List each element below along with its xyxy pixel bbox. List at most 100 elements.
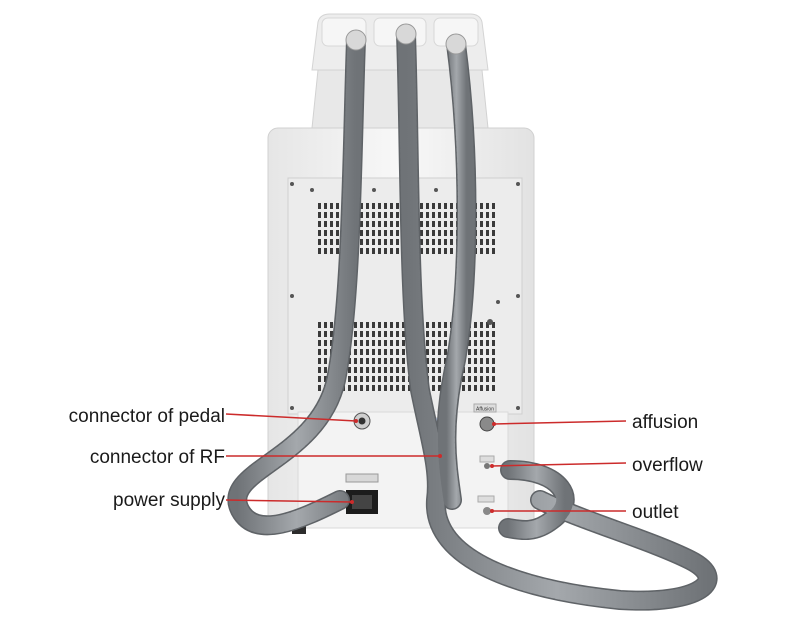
- vent-slot: [486, 322, 489, 328]
- vent-slot: [324, 358, 327, 364]
- vent-slot: [372, 322, 375, 328]
- leader-line: [225, 499, 353, 503]
- vent-slot: [318, 358, 321, 364]
- vent-slot: [366, 358, 369, 364]
- vent-slot: [372, 376, 375, 382]
- vent-slot: [360, 230, 363, 236]
- vent-slot: [336, 239, 339, 245]
- vent-slot: [462, 376, 465, 382]
- vent-slot: [360, 349, 363, 355]
- vent-slot: [324, 349, 327, 355]
- vent-slot: [480, 385, 483, 391]
- vent-slot: [390, 203, 393, 209]
- vent-slot: [330, 221, 333, 227]
- vent-slot: [486, 331, 489, 337]
- vent-slot: [432, 376, 435, 382]
- vent-slot: [354, 358, 357, 364]
- vent-slot: [390, 331, 393, 337]
- vent-slot: [318, 340, 321, 346]
- vent-slot: [486, 349, 489, 355]
- vent-slot: [354, 331, 357, 337]
- vent-slot: [432, 248, 435, 254]
- vent-slot: [318, 349, 321, 355]
- vent-slot: [486, 221, 489, 227]
- vent-slot: [450, 212, 453, 218]
- vent-slot: [372, 203, 375, 209]
- vent-slot: [432, 331, 435, 337]
- vent-slot: [324, 248, 327, 254]
- vent-slot: [486, 358, 489, 364]
- vent-slot: [390, 340, 393, 346]
- vent-slot: [324, 230, 327, 236]
- vent-slot: [372, 212, 375, 218]
- vent-slot: [474, 367, 477, 373]
- vent-slot: [324, 322, 327, 328]
- vent-slot: [402, 367, 405, 373]
- vent-slot: [390, 367, 393, 373]
- vent-slot: [420, 248, 423, 254]
- vent-slot: [480, 349, 483, 355]
- vent-slot: [324, 212, 327, 218]
- vent-slot: [390, 322, 393, 328]
- vent-slot: [438, 239, 441, 245]
- vent-slot: [444, 230, 447, 236]
- vent-slot: [444, 212, 447, 218]
- vent-slot: [324, 239, 327, 245]
- vent-slot: [372, 248, 375, 254]
- vent-slot: [444, 358, 447, 364]
- vent-slot: [402, 376, 405, 382]
- vent-slot: [468, 376, 471, 382]
- vent-slot: [372, 349, 375, 355]
- vent-slot: [354, 376, 357, 382]
- vent-slot: [420, 239, 423, 245]
- vent-slot: [444, 349, 447, 355]
- vent-slot: [396, 230, 399, 236]
- vent-slot: [468, 340, 471, 346]
- vent-slot: [390, 349, 393, 355]
- vent-slot: [492, 331, 495, 337]
- label-affusion: affusion: [632, 412, 699, 433]
- vent-slot: [330, 248, 333, 254]
- vent-slot: [396, 385, 399, 391]
- vent-slot: [390, 248, 393, 254]
- vent-slot: [492, 203, 495, 209]
- vent-slot: [432, 349, 435, 355]
- vent-slot: [384, 340, 387, 346]
- pedal-connector: [353, 412, 371, 430]
- vent-slot: [378, 367, 381, 373]
- vent-slot: [366, 230, 369, 236]
- vent-slot: [396, 322, 399, 328]
- vent-slot: [378, 212, 381, 218]
- vent-slot: [390, 385, 393, 391]
- vent-slot: [366, 349, 369, 355]
- leader-dot: [438, 454, 442, 458]
- vent-slot: [366, 340, 369, 346]
- vent-slot: [474, 322, 477, 328]
- vent-slot: [408, 385, 411, 391]
- label-outlet: outlet: [632, 502, 679, 523]
- vent-slot: [438, 248, 441, 254]
- vent-slot: [420, 221, 423, 227]
- vent-slot: [324, 331, 327, 337]
- vent-slot: [354, 340, 357, 346]
- vent-slot: [324, 221, 327, 227]
- vent-slot: [384, 331, 387, 337]
- vent-slot: [360, 212, 363, 218]
- vent-slot: [330, 340, 333, 346]
- vent-slot: [450, 248, 453, 254]
- vent-slot: [492, 385, 495, 391]
- vent-slot: [366, 203, 369, 209]
- vent-slot: [444, 239, 447, 245]
- vent-slot: [384, 358, 387, 364]
- vent-slot: [318, 221, 321, 227]
- vent-slot: [426, 239, 429, 245]
- vent-slot: [438, 203, 441, 209]
- vent-slot: [480, 212, 483, 218]
- vent-slot: [480, 230, 483, 236]
- vent-slot: [396, 349, 399, 355]
- vent-slot: [426, 322, 429, 328]
- vent-slot: [378, 248, 381, 254]
- vent-slot: [336, 212, 339, 218]
- leader-dot: [350, 500, 354, 504]
- vent-slot: [318, 322, 321, 328]
